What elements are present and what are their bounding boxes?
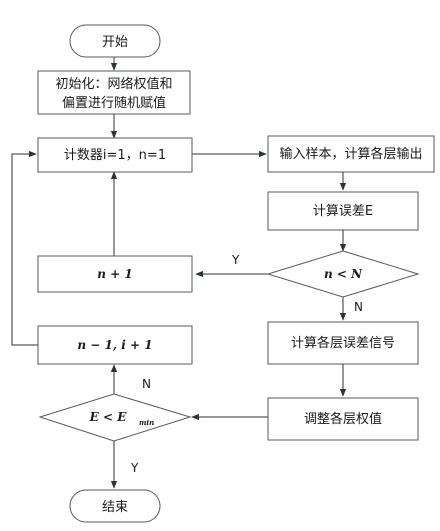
n-minus-i-plus-label: n − 1, i + 1 xyxy=(77,338,152,352)
init-node: 初始化：网络权值和 偏置进行随机赋值 xyxy=(37,70,191,115)
layer-error-node: 计算各层误差信号 xyxy=(267,321,419,365)
n-minus-i-plus-node: n − 1, i + 1 xyxy=(37,325,193,365)
counter-node: 计数器i=1，n=1 xyxy=(37,137,193,173)
start-label: 开始 xyxy=(102,35,128,50)
input-node: 输入样本，计算各层输出 xyxy=(267,135,435,173)
init-label-line2: 偏置进行随机赋值 xyxy=(62,95,166,111)
calc-error-label: 计算误差E xyxy=(313,204,373,219)
input-label: 输入样本，计算各层输出 xyxy=(279,146,422,162)
cond-n-label: n < N xyxy=(324,267,363,281)
calc-error-node: 计算误差E xyxy=(267,191,419,231)
cond-e-node: E < E min xyxy=(38,393,192,442)
cond-n-no-label: N xyxy=(354,300,363,314)
connectors xyxy=(11,57,347,489)
end-label: 结束 xyxy=(102,500,128,515)
adjust-label: 调整各层权值 xyxy=(304,411,382,427)
init-label-line1: 初始化：网络权值和 xyxy=(55,76,172,92)
edge-nminus-counter xyxy=(11,150,38,346)
cond-n-yes-label: Y xyxy=(231,253,240,267)
counter-label: 计数器i=1，n=1 xyxy=(64,148,166,163)
n-plus-node: n + 1 xyxy=(37,255,193,293)
cond-n-node: n < N xyxy=(266,250,420,298)
cond-e-yes-label: Y xyxy=(130,461,139,475)
cond-e-subscript: min xyxy=(139,418,154,427)
start-node: 开始 xyxy=(69,24,161,58)
adjust-node: 调整各层权值 xyxy=(267,397,419,441)
cond-e-label: E < E xyxy=(89,410,128,424)
layer-error-label: 计算各层误差信号 xyxy=(291,335,395,351)
cond-e-no-label: N xyxy=(142,377,151,391)
n-plus-label: n + 1 xyxy=(97,267,132,281)
end-node: 结束 xyxy=(69,489,161,523)
